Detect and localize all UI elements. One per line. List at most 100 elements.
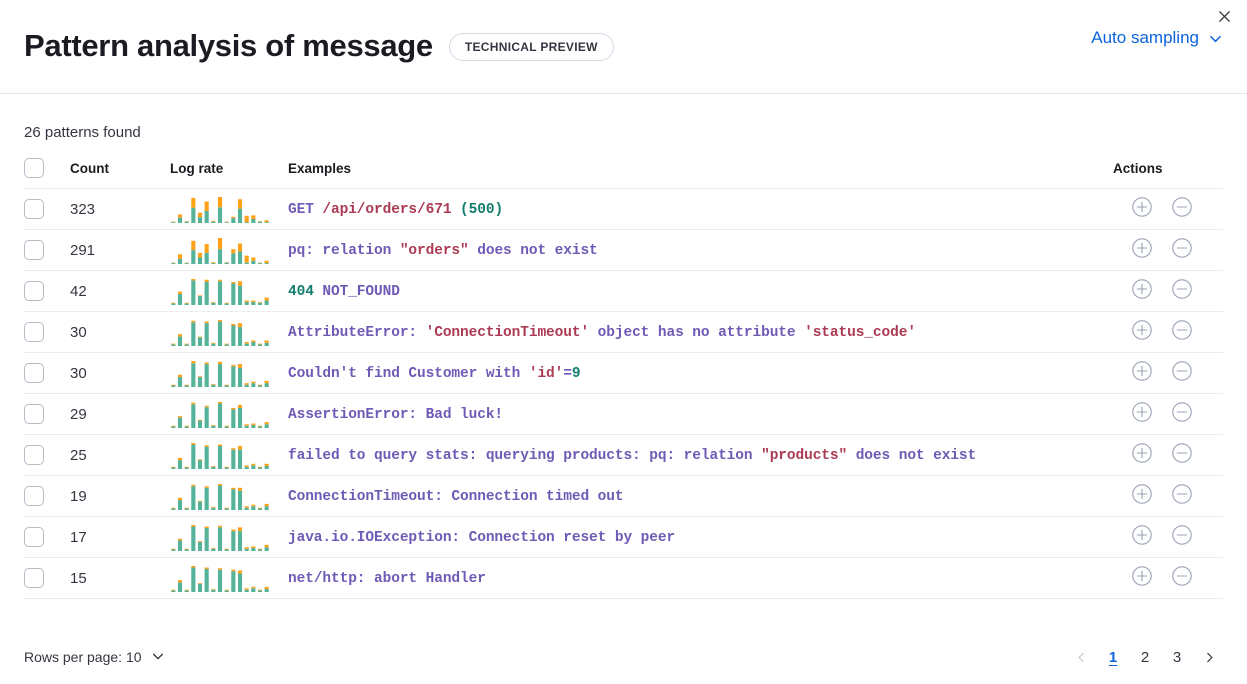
chevron-left-icon[interactable] [1067,643,1095,671]
row-checkbox[interactable] [24,322,44,342]
example-text: ConnectionTimeout: Connection timed out [288,489,624,505]
example-token: 'id' [528,366,564,382]
table-footer: Rows per page: 10 1 2 3 [0,630,1247,684]
row-select-cell [24,434,70,476]
minus-in-circle-icon[interactable] [1171,442,1193,469]
minus-in-circle-icon[interactable] [1171,278,1193,305]
row-count: 42 [70,270,170,312]
minus-in-circle-icon[interactable] [1171,319,1193,346]
example-text: AssertionError: Bad luck! [288,407,503,423]
plus-in-circle-icon[interactable] [1131,565,1153,592]
table-row[interactable]: 323 GET /api/orders/671 (500) [24,188,1223,230]
row-example: 404 NOT_FOUND [288,270,1113,312]
row-log-rate-sparkline [170,311,288,353]
table-row[interactable]: 42 404 NOT_FOUND [24,270,1223,312]
row-checkbox[interactable] [24,363,44,383]
example-text: GET /api/orders/671 (500) [288,202,503,218]
table-row[interactable]: 30 AttributeError: 'ConnectionTimeout' ob… [24,311,1223,353]
plus-in-circle-icon[interactable] [1131,442,1153,469]
example-text: failed to query stats: querying products… [288,448,976,464]
row-log-rate-sparkline [170,229,288,271]
row-log-rate-sparkline [170,434,288,476]
row-select-cell [24,475,70,517]
row-log-rate-sparkline [170,393,288,435]
row-count: 30 [70,311,170,353]
row-checkbox[interactable] [24,199,44,219]
row-select-cell [24,516,70,558]
row-select-cell [24,188,70,230]
table-row[interactable]: 291 pq: relation "orders" does not exist [24,229,1223,271]
example-token: 'status_code' [804,325,916,341]
row-example: AssertionError: Bad luck! [288,393,1113,435]
row-actions [1113,188,1223,230]
example-token: net/http: abort Handler [288,571,486,587]
column-header-log-rate[interactable]: Log rate [170,158,288,189]
plus-in-circle-icon[interactable] [1131,524,1153,551]
row-actions [1113,475,1223,517]
auto-sampling-selector[interactable]: Auto sampling [1091,28,1223,48]
page-button-1[interactable]: 1 [1108,648,1118,666]
row-checkbox[interactable] [24,404,44,424]
example-text: pq: relation "orders" does not exist [288,243,598,259]
row-checkbox[interactable] [24,568,44,588]
minus-in-circle-icon[interactable] [1171,237,1193,264]
plus-in-circle-icon[interactable] [1131,237,1153,264]
row-checkbox[interactable] [24,486,44,506]
minus-in-circle-icon[interactable] [1171,483,1193,510]
minus-in-circle-icon[interactable] [1171,360,1193,387]
example-token: java.io.IOException: Connection reset by… [288,530,676,546]
row-checkbox[interactable] [24,281,44,301]
example-text: net/http: abort Handler [288,571,486,587]
example-token: ( [460,202,469,218]
example-token: ) [494,202,504,218]
example-text: Couldn't find Customer with 'id'=9 [288,366,581,382]
select-all-checkbox[interactable] [24,158,44,178]
plus-in-circle-icon[interactable] [1131,319,1153,346]
row-actions [1113,557,1223,599]
chevron-right-icon[interactable] [1195,643,1223,671]
row-example: AttributeError: 'ConnectionTimeout' obje… [288,311,1113,353]
row-checkbox[interactable] [24,527,44,547]
example-token: "products" [761,448,848,464]
row-actions [1113,229,1223,271]
example-token: "orders" [399,243,469,259]
plus-in-circle-icon[interactable] [1131,360,1153,387]
row-checkbox[interactable] [24,240,44,260]
table-row[interactable]: 15 net/http: abort Handler [24,557,1223,599]
row-count: 15 [70,557,170,599]
plus-in-circle-icon[interactable] [1131,401,1153,428]
auto-sampling-label: Auto sampling [1091,28,1199,47]
minus-in-circle-icon[interactable] [1171,524,1193,551]
plus-in-circle-icon[interactable] [1131,483,1153,510]
minus-in-circle-icon[interactable] [1171,196,1193,223]
row-count: 291 [70,229,170,271]
close-icon[interactable] [1211,3,1237,29]
column-header-count[interactable]: Count [70,158,170,189]
row-actions [1113,311,1223,353]
row-select-cell [24,393,70,435]
plus-in-circle-icon[interactable] [1131,278,1153,305]
row-checkbox[interactable] [24,445,44,465]
column-header-examples[interactable]: Examples [288,158,1113,189]
page-button-3[interactable]: 3 [1172,648,1182,666]
rows-per-page-selector[interactable]: Rows per page: 10 [24,649,165,666]
example-token: failed to query stats: querying products… [288,448,762,464]
minus-in-circle-icon[interactable] [1171,401,1193,428]
row-count: 323 [70,188,170,230]
example-token: ConnectionTimeout: Connection timed out [288,489,624,505]
minus-in-circle-icon[interactable] [1171,565,1193,592]
row-log-rate-sparkline [170,475,288,517]
plus-in-circle-icon[interactable] [1131,196,1153,223]
example-token: = [563,366,572,382]
row-select-cell [24,270,70,312]
row-actions [1113,270,1223,312]
page-button-2[interactable]: 2 [1140,648,1150,666]
row-example: Couldn't find Customer with 'id'=9 [288,352,1113,394]
